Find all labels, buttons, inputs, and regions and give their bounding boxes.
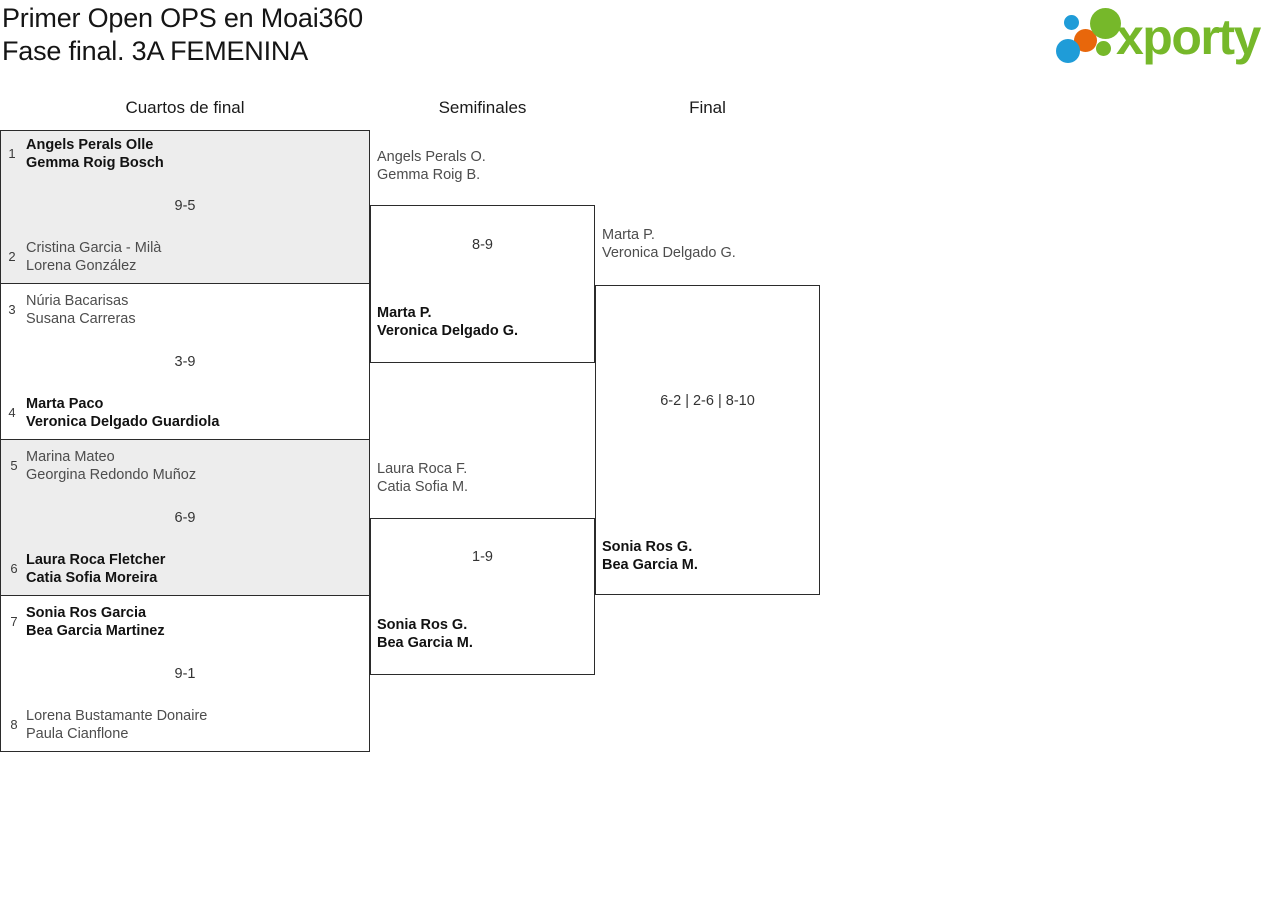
seed-number: 4 xyxy=(8,405,16,420)
team-final-top[interactable]: Marta P. Veronica Delgado G. xyxy=(602,226,820,262)
team-qf3-bottom[interactable]: Laura Roca Fletcher Catia Sofia Moreira xyxy=(26,551,356,587)
logo-dot-blue-large-icon xyxy=(1056,39,1080,63)
team-qf1-bottom[interactable]: Cristina Garcia - Milà Lorena González xyxy=(26,239,356,275)
logo-dot-green-small-icon xyxy=(1096,41,1111,56)
team-qf1-top[interactable]: Angels Perals Olle Gemma Roig Bosch xyxy=(26,136,356,172)
logo-dot-blue-small-icon xyxy=(1064,15,1079,30)
score-qf-3: 6-9 xyxy=(174,510,196,526)
page-header: Primer Open OPS en Moai360 Fase final. 3… xyxy=(0,0,1280,75)
player-name: Gemma Roig B. xyxy=(377,167,481,183)
player-name: Sonia Ros G. xyxy=(377,617,468,633)
player-name: Laura Roca F. xyxy=(377,461,468,477)
seed-number: 8 xyxy=(10,717,18,732)
player-name: Marina Mateo xyxy=(26,449,115,465)
tournament-phase: Fase final. 3A FEMENINA xyxy=(2,36,309,66)
player-name: Laura Roca Fletcher xyxy=(26,552,166,568)
player-name: Marta Paco xyxy=(26,396,104,412)
team-qf3-top[interactable]: Marina Mateo Georgina Redondo Muñoz xyxy=(26,448,356,484)
player-name: Veronica Delgado G. xyxy=(377,323,519,339)
seed-number: 2 xyxy=(8,249,16,264)
score-sf-1: 8-9 xyxy=(472,237,493,253)
match-box-qf-2[interactable] xyxy=(0,283,370,440)
match-box-sf-1[interactable] xyxy=(370,205,595,363)
player-name: Núria Bacarisas xyxy=(26,293,129,309)
player-name: Marta P. xyxy=(602,227,655,243)
seed-number: 5 xyxy=(10,458,18,473)
player-name: Paula Cianflone xyxy=(26,726,129,742)
player-name: Susana Carreras xyxy=(26,311,136,327)
player-name: Gemma Roig Bosch xyxy=(26,155,164,171)
player-name: Georgina Redondo Muñoz xyxy=(26,467,197,483)
match-box-qf-4[interactable] xyxy=(0,595,370,752)
player-name: Sonia Ros G. xyxy=(602,539,693,555)
player-name: Bea Garcia M. xyxy=(377,635,473,651)
player-name: Catia Sofia Moreira xyxy=(26,570,158,586)
team-sf1-bottom[interactable]: Marta P. Veronica Delgado G. xyxy=(377,304,592,340)
player-name: Catia Sofia M. xyxy=(377,479,469,495)
logo-dot-orange-icon xyxy=(1074,29,1097,52)
score-qf-2: 3-9 xyxy=(174,354,196,370)
team-qf2-top[interactable]: Núria Bacarisas Susana Carreras xyxy=(26,292,356,328)
team-qf4-top[interactable]: Sonia Ros Garcia Bea Garcia Martinez xyxy=(26,604,356,640)
player-name: Marta P. xyxy=(377,305,432,321)
match-box-final[interactable] xyxy=(595,285,820,595)
match-box-qf-3[interactable] xyxy=(0,439,370,596)
player-name: Lorena González xyxy=(26,258,137,274)
xporty-logo[interactable]: xporty xyxy=(1050,6,1276,68)
team-sf2-bottom[interactable]: Sonia Ros G. Bea Garcia M. xyxy=(377,616,592,652)
player-name: Sonia Ros Garcia xyxy=(26,605,147,621)
score-qf-4: 9-1 xyxy=(174,666,196,682)
team-qf2-bottom[interactable]: Marta Paco Veronica Delgado Guardiola xyxy=(26,395,356,431)
player-name: Angels Perals O. xyxy=(377,149,486,165)
seed-number: 3 xyxy=(8,302,16,317)
seed-number: 7 xyxy=(10,614,18,629)
team-sf1-top[interactable]: Angels Perals O. Gemma Roig B. xyxy=(377,148,592,184)
logo-wordmark: xporty xyxy=(1116,9,1261,65)
score-sf-2: 1-9 xyxy=(472,549,493,565)
match-box-sf-2[interactable] xyxy=(370,518,595,675)
round-header-semifinals: Semifinales xyxy=(438,98,527,117)
page-title: Primer Open OPS en Moai360 Fase final. 3… xyxy=(2,2,363,68)
tournament-name: Primer Open OPS en Moai360 xyxy=(2,3,363,33)
round-header-final: Final xyxy=(689,98,726,117)
score-final: 6-2 | 2-6 | 8-10 xyxy=(660,393,755,409)
logo-dot-green-large-icon xyxy=(1090,8,1121,39)
player-name: Cristina Garcia - Milà xyxy=(26,240,162,256)
score-qf-1: 9-5 xyxy=(174,198,196,214)
player-name: Lorena Bustamante Donaire xyxy=(26,708,208,724)
team-final-bottom[interactable]: Sonia Ros G. Bea Garcia M. xyxy=(602,538,820,574)
seed-number: 6 xyxy=(10,561,18,576)
player-name: Angels Perals Olle xyxy=(26,137,154,153)
round-header-quarterfinals: Cuartos de final xyxy=(125,98,245,117)
player-name: Bea Garcia M. xyxy=(602,557,698,573)
player-name: Veronica Delgado G. xyxy=(602,245,736,261)
player-name: Veronica Delgado Guardiola xyxy=(26,414,220,430)
team-sf2-top[interactable]: Laura Roca F. Catia Sofia M. xyxy=(377,460,592,496)
team-qf4-bottom[interactable]: Lorena Bustamante Donaire Paula Cianflon… xyxy=(26,707,356,743)
seed-number: 1 xyxy=(8,146,16,161)
logo-dots-icon xyxy=(1050,6,1128,68)
player-name: Bea Garcia Martinez xyxy=(26,623,165,639)
